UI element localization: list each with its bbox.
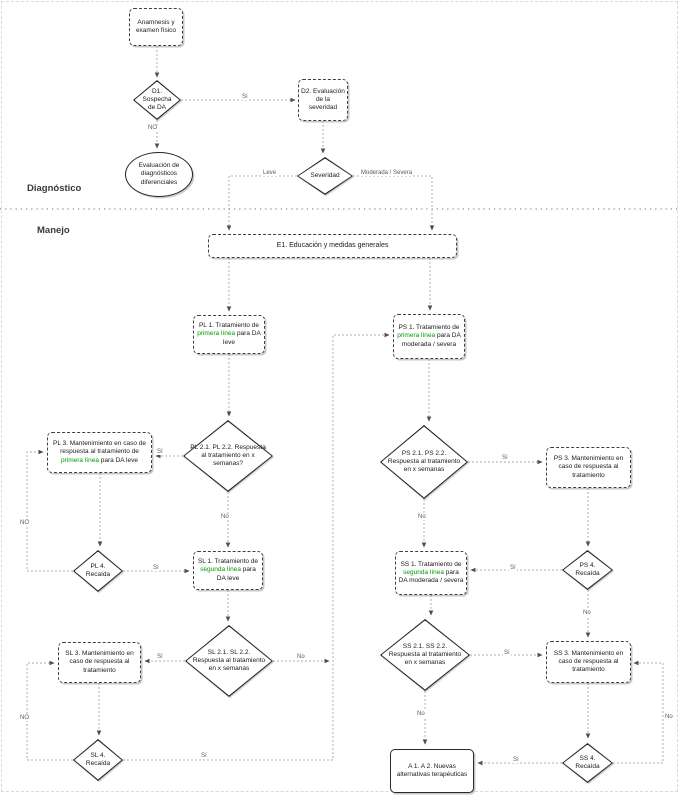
node-sl3-label: SL 3. Mantenimiento en caso de respuesta… <box>65 650 134 674</box>
node-anamnesis: Anamnesis y examen físico <box>129 8 183 46</box>
edge-label-no: NO <box>147 125 158 131</box>
node-ps2: PS 2.1. PS 2.2. Respuesta al tratamiento… <box>380 425 468 499</box>
edge-severidad-e1-modsev <box>353 175 435 231</box>
edge-label-no: No <box>664 714 674 720</box>
node-ps2-label: PS 2.1. PS 2.2. Respuesta al tratamiento… <box>387 449 461 474</box>
node-pl3-label: PL 3. Mantenimiento en caso de respuesta… <box>53 440 146 464</box>
edge-label-no: No <box>416 711 426 717</box>
node-ss3: SS 3. Mantenimiento en caso de respuesta… <box>546 641 631 683</box>
edge-label-si: Sí <box>509 565 517 571</box>
node-ss2-label: SS 2.1. SS 2.2. Respuesta al tratamiento… <box>388 642 462 667</box>
node-severidad: Severidad <box>297 157 353 195</box>
edge-label-si: Sí <box>501 455 509 461</box>
node-ss1: SS 1. Tratamiento de segunda línea para … <box>395 551 467 595</box>
node-sl4-label: SL 4. Recaída <box>85 751 111 767</box>
section-label-manejo: Manejo <box>37 225 70 236</box>
edge-label-no: NO <box>19 520 30 526</box>
node-diferenciales-label: Evaluación de diagnósticos diferenciales <box>138 162 180 186</box>
section-label-diagnostico: Diagnóstico <box>27 183 82 194</box>
node-ss4: SS 4. Recaída <box>562 743 613 783</box>
node-sl2: SL 2.1. SL 2.2. Respuesta al tratamiento… <box>185 625 273 697</box>
node-alternativas-label: A 1. A 2. Nuevas alternativas terapéutic… <box>396 762 468 778</box>
node-sl3: SL 3. Mantenimiento en caso de respuesta… <box>58 642 141 683</box>
edge-label-no: No <box>417 514 427 520</box>
node-pl4: PL 4. Recaída <box>73 550 123 592</box>
node-sl4: SL 4. Recaída <box>73 739 123 781</box>
node-pl3: PL 3. Mantenimiento en caso de respuesta… <box>47 432 152 473</box>
node-pl1: PL 1. Tratamiento de primera línea para … <box>193 315 265 354</box>
edge-severidad-e1-leve <box>226 175 297 231</box>
node-ps1-label: PS 1. Tratamiento de primera línea para … <box>397 324 461 348</box>
edge-label-moderada-severa: Moderada / Severa <box>360 170 414 176</box>
node-pl2: PL 2.1. PL 2.2. Respuesta al tratamiento… <box>183 420 273 492</box>
node-alternativas: A 1. A 2. Nuevas alternativas terapéutic… <box>390 749 474 793</box>
edge-label-si: Sí <box>503 650 511 656</box>
node-ss3-label: SS 3. Mantenimiento en caso de respuesta… <box>553 649 624 674</box>
edge-label-no: No <box>296 654 306 660</box>
edge-label-si: Sí <box>512 757 520 763</box>
node-pl2-label: PL 2.1. PL 2.2. Respuesta al tratamiento… <box>190 443 266 468</box>
node-ss1-label: SS 1. Tratamiento de segunda línea para … <box>398 560 464 585</box>
node-ps4-label: PS 4. Recaída <box>575 561 600 577</box>
node-ps3: PS 3. Mantenimiento en caso de respuesta… <box>546 447 631 488</box>
node-e1-label: E1. Educación y medidas generales <box>276 241 389 249</box>
edge-label-no: NO <box>19 715 30 721</box>
node-ss4-label: SS 4. Recaída <box>575 754 600 770</box>
node-sl1: SL 1. Tratamiento de segunda línea para … <box>193 551 263 590</box>
node-d1-label: D1. Sospecha de DA <box>142 87 172 112</box>
edge-label-si: Sí <box>156 449 164 455</box>
node-sl1-label: SL 1. Tratamiento de segunda línea para … <box>197 558 259 582</box>
node-d1: D1. Sospecha de DA <box>133 80 181 120</box>
node-severidad-label: Severidad <box>310 171 340 179</box>
edge-label-si: Sí <box>241 94 249 100</box>
node-ss2: SS 2.1. SS 2.2. Respuesta al tratamiento… <box>380 619 470 691</box>
edge-label-leve: Leve <box>262 170 278 176</box>
node-ps1: PS 1. Tratamiento de primera línea para … <box>393 314 465 359</box>
node-d2: D2. Evaluación de la severidad <box>298 79 348 121</box>
node-sl2-label: SL 2.1. SL 2.2. Respuesta al tratamiento… <box>192 648 266 673</box>
node-e1: E1. Educación y medidas generales <box>208 234 457 258</box>
node-pl1-label: PL 1. Tratamiento de primera línea para … <box>197 322 261 346</box>
node-diferenciales: Evaluación de diagnósticos diferenciales <box>125 152 193 197</box>
node-anamnesis-label: Anamnesis y examen físico <box>135 18 177 34</box>
edge-label-si: Sí <box>152 565 160 571</box>
node-d2-label: D2. Evaluación de la severidad <box>301 87 345 112</box>
node-ps3-label: PS 3. Mantenimiento en caso de respuesta… <box>553 455 624 479</box>
edge-label-no: No <box>582 610 592 616</box>
edge-label-si: Sí <box>200 753 208 759</box>
edge-label-si: Sí <box>156 654 164 660</box>
edge-label-no: No <box>220 514 230 520</box>
node-ps4: PS 4. Recaída <box>562 550 613 590</box>
node-pl4-label: PL 4. Recaída <box>85 562 111 578</box>
